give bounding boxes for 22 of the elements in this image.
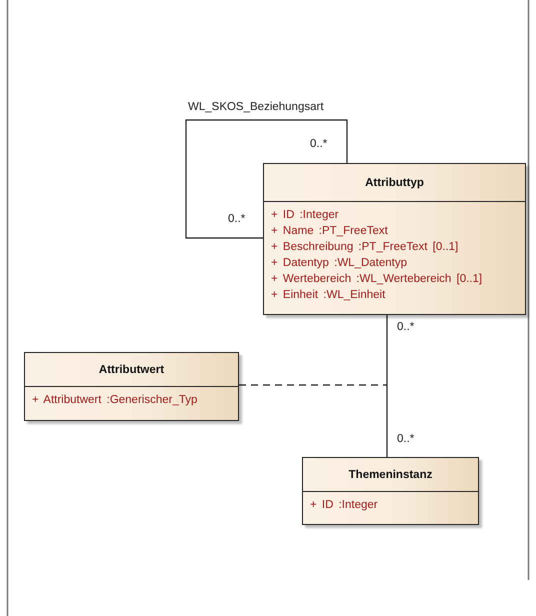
attribute-text: + Datentyp :WL_Datentyp xyxy=(271,256,408,271)
multiplicity-label: 0..* xyxy=(397,433,414,445)
attribute-text: + Beschreibung :PT_FreeText [0..1] xyxy=(271,240,460,255)
association-line xyxy=(185,119,348,239)
class-box xyxy=(24,352,239,421)
class-name: Attributwert xyxy=(98,364,164,376)
class-name: Attributtyp xyxy=(365,176,424,188)
class-box xyxy=(263,163,526,315)
attribute-text: + Wertebereich :WL_Wertebereich [0..1] xyxy=(271,272,484,287)
association-line xyxy=(386,315,388,457)
edge-label: WL_SKOS_Beziehungsart xyxy=(188,101,324,113)
multiplicity-label: 0..* xyxy=(310,138,328,150)
attribute-text: + Name :PT_FreeText xyxy=(271,224,389,239)
dashed-association-line xyxy=(239,384,387,386)
attribute-text: + Attributwert :Generischer_Typ xyxy=(32,393,198,408)
class-box xyxy=(302,457,479,525)
attribute-text: + ID :Integer xyxy=(310,498,379,513)
multiplicity-label: 0..* xyxy=(397,321,414,333)
multiplicity-label: 0..* xyxy=(228,213,246,225)
attribute-text: + ID :Integer xyxy=(271,208,340,223)
class-name: Themeninstanz xyxy=(348,468,432,480)
attribute-text: + Einheit :WL_Einheit xyxy=(271,288,386,303)
